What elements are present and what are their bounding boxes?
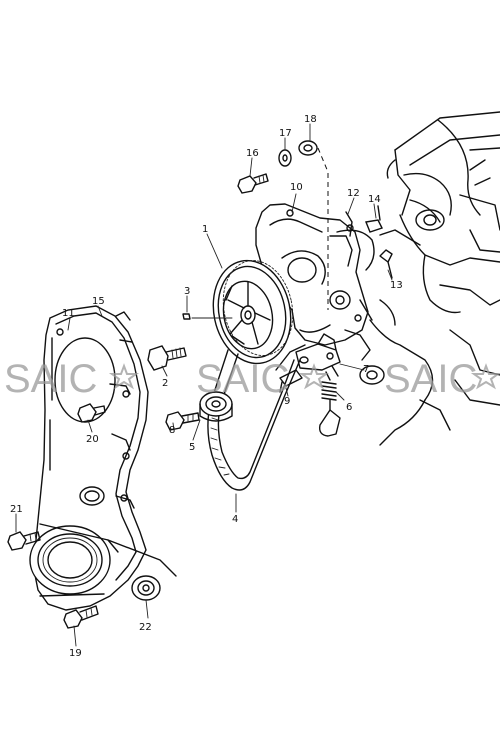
bolt-8	[165, 411, 200, 431]
callout-14: 14	[368, 194, 381, 205]
camshaft-pulley	[212, 259, 294, 365]
callout-17: 17	[279, 128, 292, 139]
watermark-star-icon-1	[108, 363, 140, 390]
bolt-16	[237, 173, 269, 194]
callout-15: 15	[92, 296, 105, 307]
timing-belt	[207, 344, 306, 491]
bolt-21	[7, 531, 41, 551]
callout-12: 12	[347, 188, 360, 199]
gasket-12	[345, 211, 353, 237]
tensioner-spring	[318, 371, 341, 437]
bolt-19	[63, 605, 99, 629]
oil-seal-ring	[79, 486, 105, 506]
callout-20: 20	[86, 434, 99, 445]
callout-19: 19	[69, 648, 82, 659]
callout-9: 9	[284, 396, 290, 407]
washer-17	[278, 149, 292, 167]
callout-6: 6	[346, 402, 352, 413]
crank-seal-plate	[29, 523, 177, 597]
callout-18: 18	[304, 114, 317, 125]
leader-lines	[15, 123, 393, 647]
callout-21: 21	[10, 504, 23, 515]
callout-7: 7	[363, 364, 369, 375]
seal-18	[298, 140, 329, 310]
woodruff-key	[182, 313, 191, 320]
callout-1: 1	[202, 224, 208, 235]
watermark-star-icon-3	[470, 363, 500, 390]
bolt-14	[365, 205, 383, 233]
watermark-text-1: SAIC	[4, 357, 97, 401]
watermark-text-3: SAIC	[384, 357, 477, 401]
bolt-2	[147, 345, 187, 371]
callout-labels: 1 2 3 4 5 6 7 8 9 10 11 12 13 14 15 16 1…	[10, 114, 403, 659]
watermark-text-2: SAIC	[196, 357, 289, 401]
callout-4: 4	[232, 514, 238, 525]
washer-22	[131, 575, 161, 601]
tensioner-bracket	[295, 333, 341, 377]
engine-block	[344, 111, 500, 446]
callout-8: 8	[169, 425, 175, 436]
callout-10: 10	[290, 182, 303, 193]
callout-2: 2	[162, 378, 168, 389]
callout-16: 16	[246, 148, 259, 159]
callout-3: 3	[184, 286, 190, 297]
bolt-20	[77, 403, 106, 423]
callout-5: 5	[189, 442, 195, 453]
callout-22: 22	[139, 622, 152, 633]
watermark-star-icon-2	[298, 363, 330, 390]
callout-13: 13	[390, 280, 403, 291]
bolt-9	[279, 369, 303, 393]
callout-11: 11	[62, 308, 75, 319]
watermark: SAIC SAIC SAIC	[4, 357, 500, 401]
tensioner-pulley	[199, 391, 233, 422]
stud-13	[379, 249, 393, 279]
